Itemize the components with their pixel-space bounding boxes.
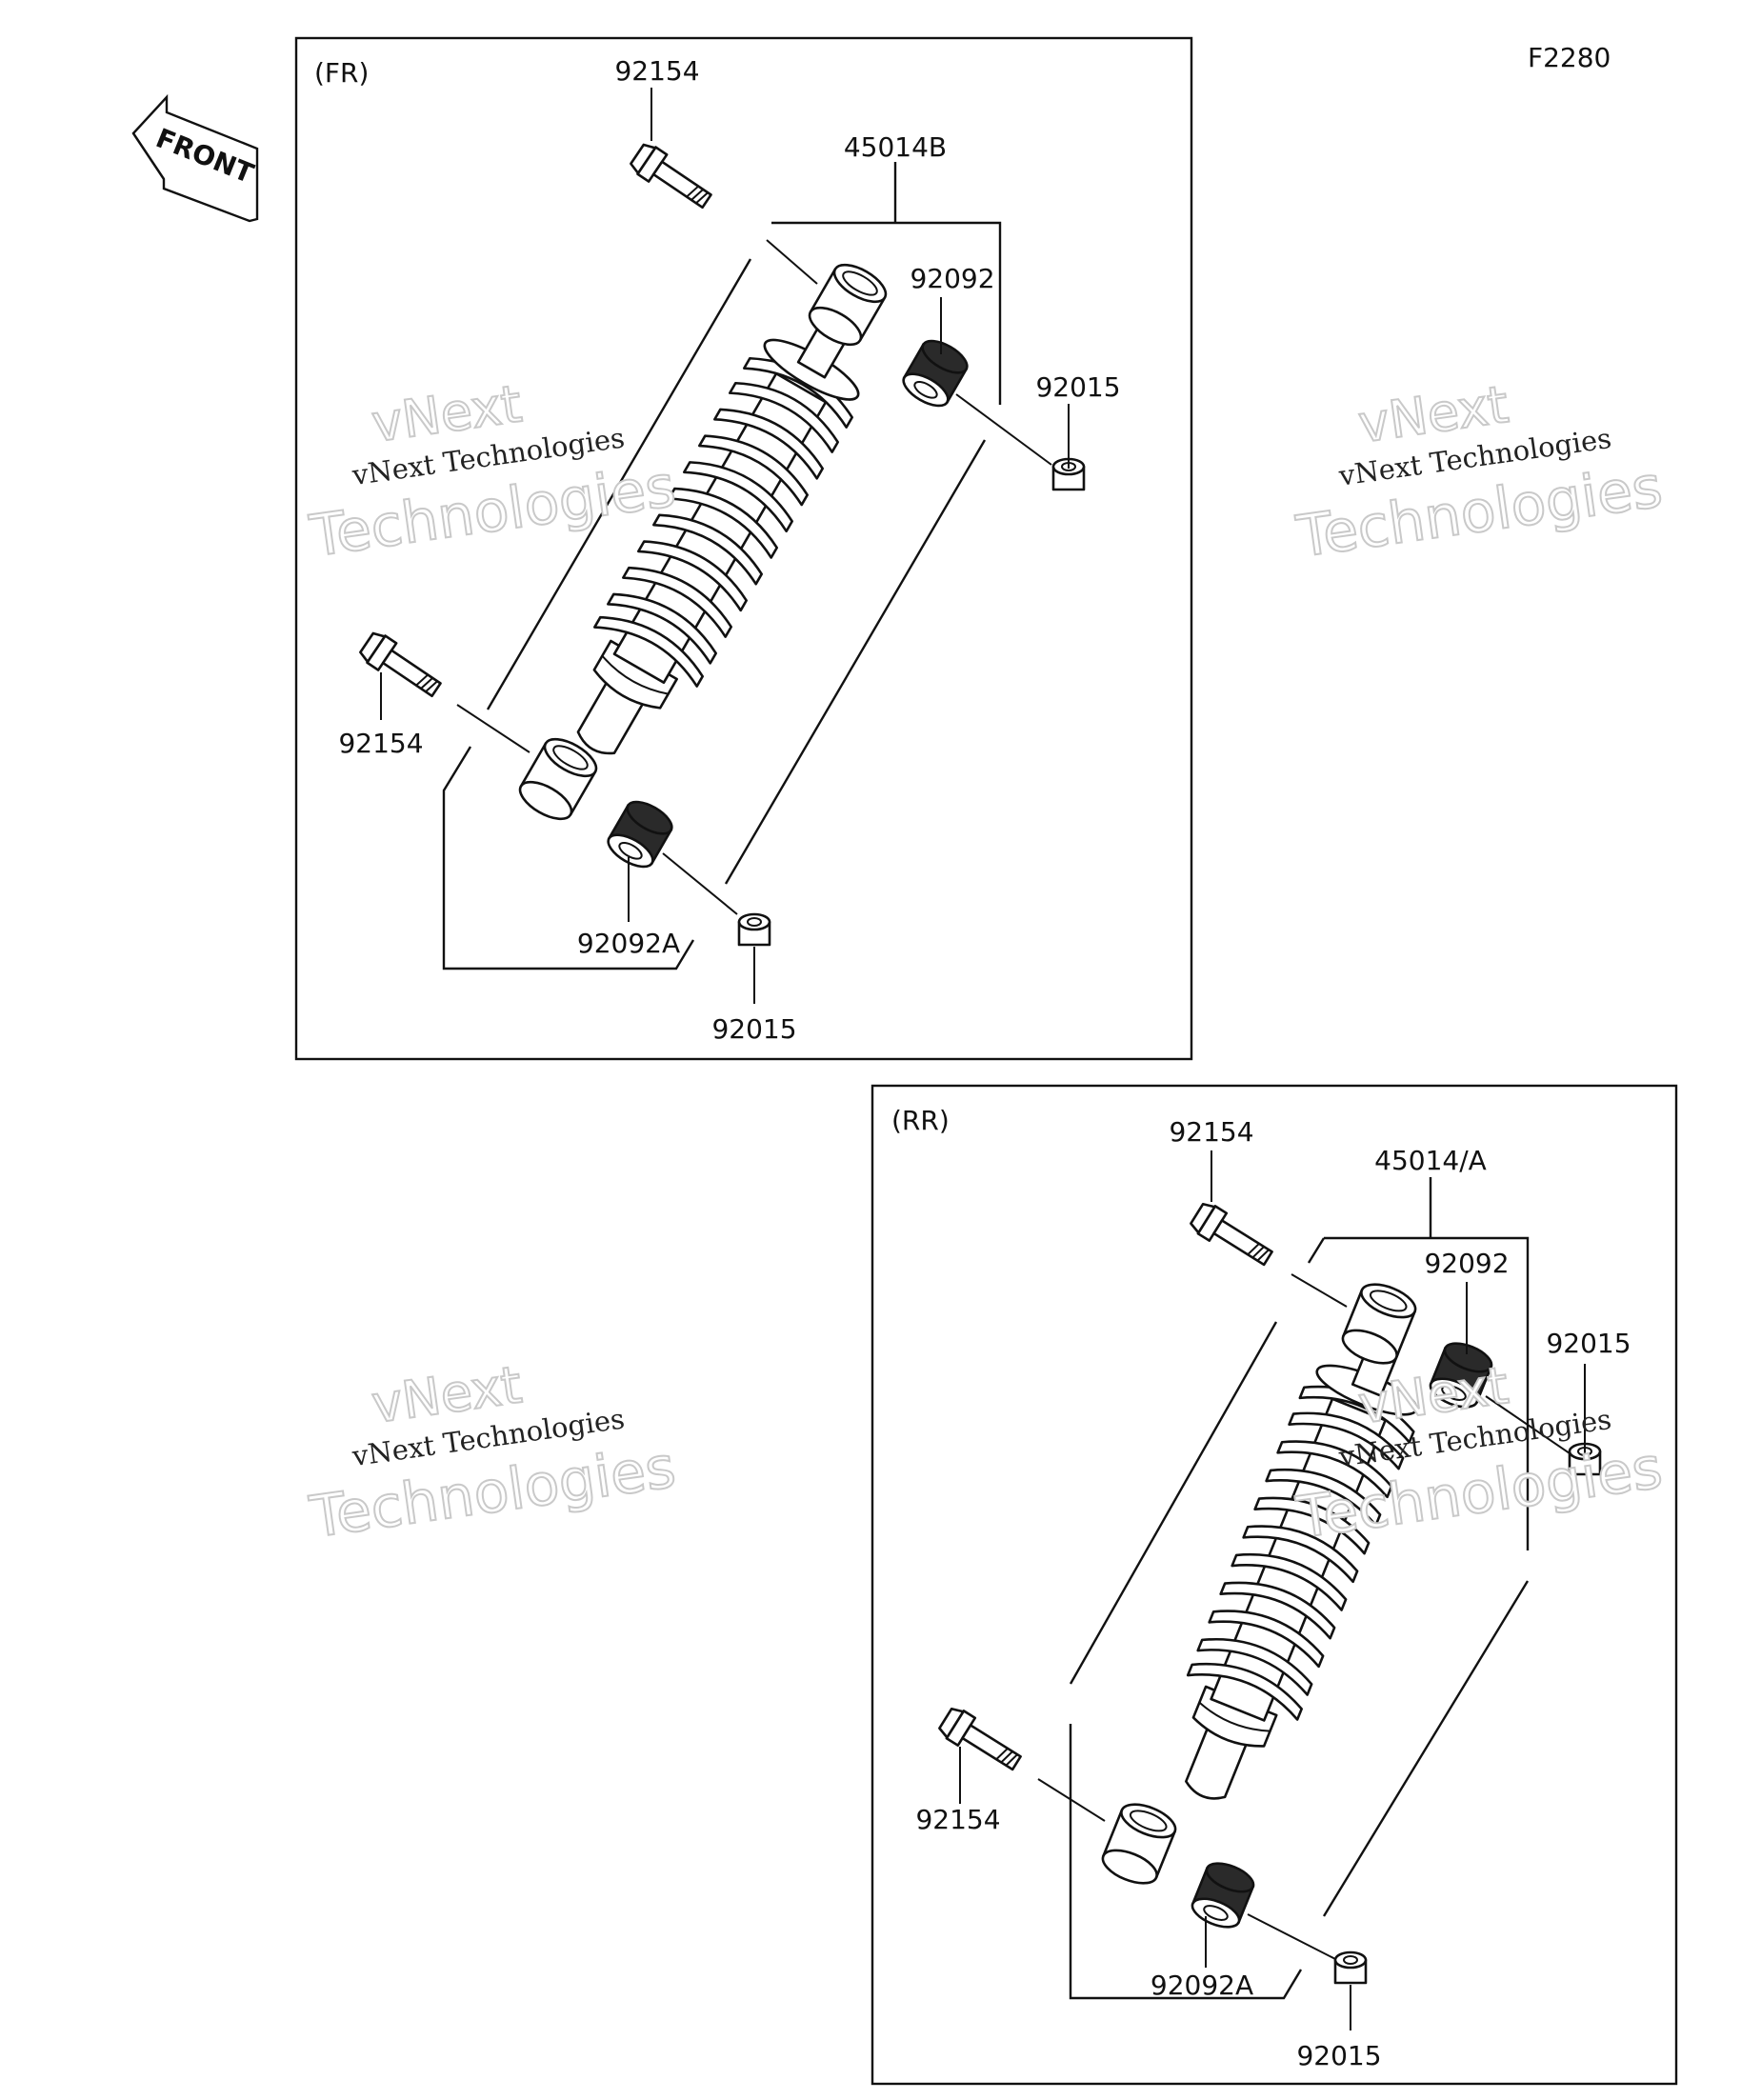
panel-fr-part-bolt-bottom: 92154 (338, 728, 423, 759)
panel-rr-frame (870, 1084, 1678, 2086)
panel-rr-part-bolt-bottom: 92154 (915, 1804, 1000, 1835)
panel-rr-part-bolt-top: 92154 (1169, 1116, 1253, 1148)
front-direction-arrow-icon: FRONT (131, 93, 259, 223)
panel-rr: (RR) 45014/A (870, 1084, 1678, 2086)
front-arrow-label: FRONT (151, 122, 258, 190)
panel-rr-bushing-bottom-large (1096, 1796, 1182, 1891)
panel-fr-bushing-bottom (602, 793, 678, 875)
panel-rr-bushing-bottom (1187, 1856, 1259, 1934)
panel-rr-part-bushing-top: 92092 (1424, 1248, 1509, 1279)
panel-fr: (FR) 45014B (294, 36, 1193, 1061)
figure-code: F2280 (1528, 42, 1611, 73)
panel-fr-part-bushing-bottom: 92092A (577, 928, 680, 959)
panel-fr-bolt-bottom (356, 628, 447, 705)
panel-fr-bolt-top (627, 139, 717, 216)
panel-rr-bolt-bottom (935, 1703, 1027, 1778)
panel-fr-nut-bottom (737, 912, 771, 947)
panel-fr-assembly-part: 45014B (844, 131, 947, 163)
watermark-1: vNext vNext Technologies Technologies (305, 372, 680, 571)
panel-rr-label: (RR) (891, 1105, 950, 1136)
panel-fr-bushing-top (897, 332, 973, 414)
panel-rr-part-bushing-bottom: 92092A (1151, 1970, 1253, 2001)
panel-rr-bushing-top-large (1336, 1276, 1422, 1371)
panel-fr-part-nut-bottom: 92015 (711, 1013, 796, 1045)
panel-rr-nut-bottom (1333, 1950, 1368, 1985)
panel-fr-frame (294, 36, 1193, 1061)
watermark-2: vNext vNext Technologies Technologies (1291, 373, 1667, 572)
panel-rr-part-nut-top: 92015 (1546, 1328, 1631, 1359)
panel-rr-bolt-top (1187, 1198, 1278, 1273)
panel-fr-part-nut-top: 92015 (1035, 371, 1120, 403)
panel-fr-part-bolt-top: 92154 (614, 55, 699, 87)
watermark-3: vNext vNext Technologies Technologies (305, 1353, 680, 1552)
panel-rr-assembly-part: 45014/A (1374, 1145, 1487, 1176)
panel-fr-label: (FR) (314, 57, 369, 89)
panel-fr-part-bushing-top: 92092 (910, 263, 994, 294)
panel-fr-shock-absorber (540, 299, 887, 780)
panel-rr-part-nut-bottom: 92015 (1296, 2040, 1381, 2071)
